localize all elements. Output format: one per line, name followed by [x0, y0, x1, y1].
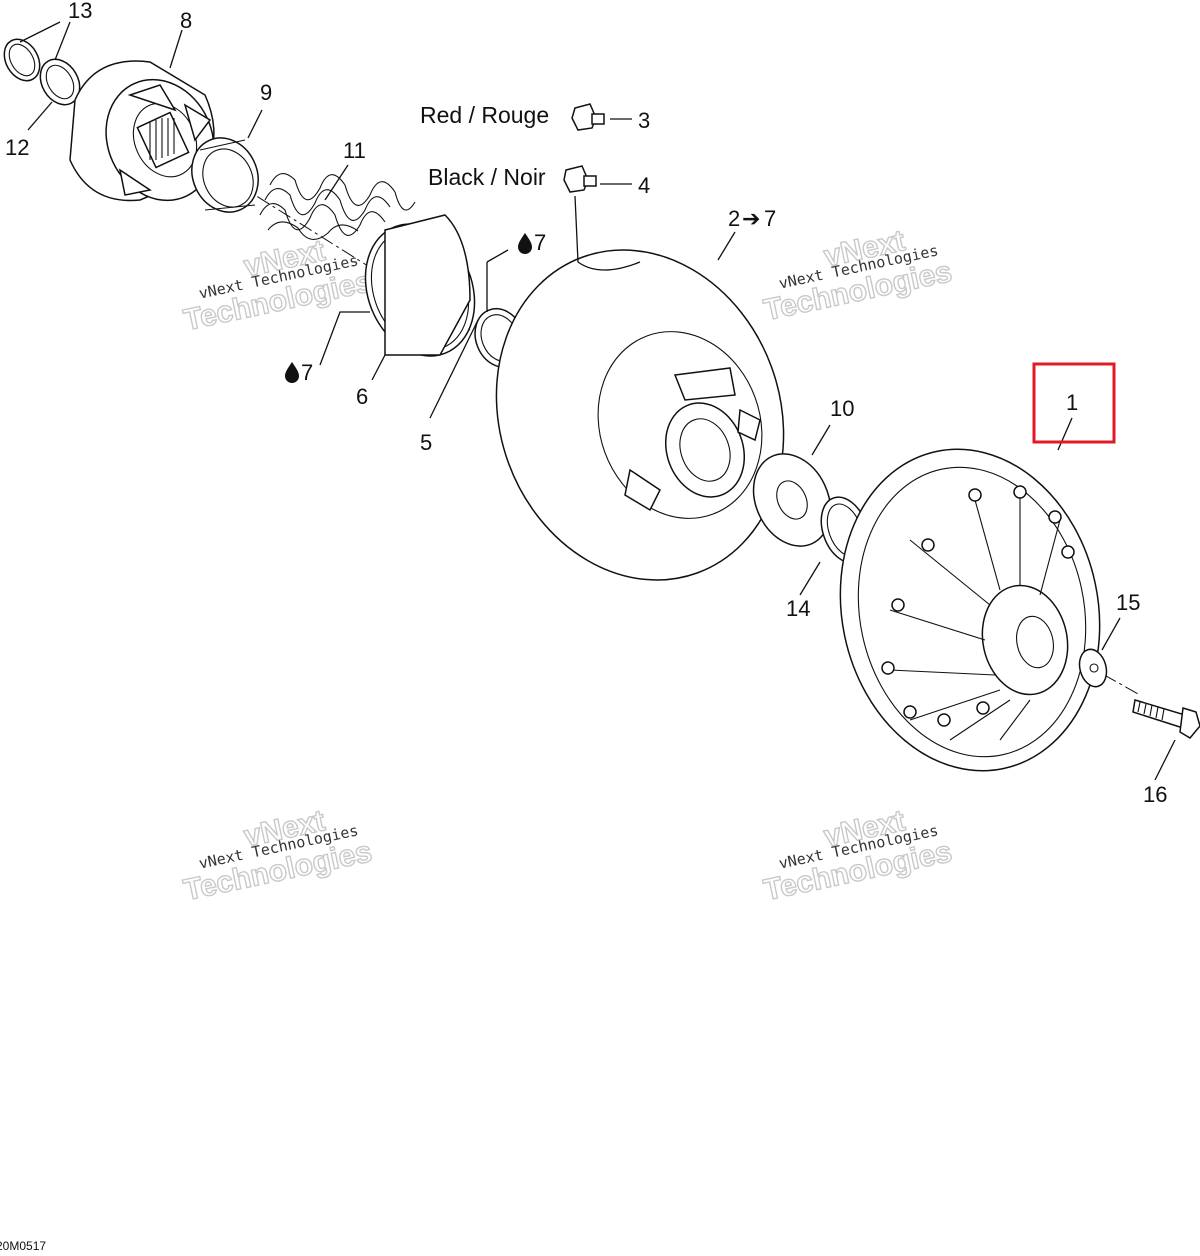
part-8-cam [69, 60, 215, 202]
diagram-code: 20M0517 [0, 1239, 46, 1253]
callout-2-ref-7: 2 ➔ 7 [728, 206, 776, 231]
callout-6-lubricant-ref: 7 [285, 360, 313, 385]
part-4-black-slider [563, 165, 597, 193]
svg-text:7: 7 [301, 360, 313, 385]
label-black: Black / Noir [428, 164, 546, 190]
watermark-bottom-left: vNext Technologies vNext Technologies [180, 804, 375, 908]
callout-14: 14 [786, 596, 810, 621]
part-11-spring [259, 173, 416, 240]
watermark-bottom-right: vNext Technologies vNext Technologies [760, 804, 955, 908]
callout-4: 4 [638, 173, 650, 198]
drop-icon [285, 362, 299, 383]
part-2-sheave [495, 249, 785, 581]
leader-lines [19, 21, 1176, 781]
callout-2: 2 [728, 206, 740, 231]
part-12-ring [39, 58, 81, 106]
watermark-top-left: vNext Technologies vNext Technologies [180, 234, 375, 338]
part-3-red-slider [571, 103, 605, 131]
arrow-right-icon: ➔ [742, 206, 760, 231]
drop-icon [518, 233, 532, 254]
callout-1: 1 [1066, 390, 1078, 415]
part-13-snap-ring [3, 38, 41, 82]
part-10-washer [752, 453, 832, 547]
callout-15: 15 [1116, 590, 1140, 615]
label-red: Red / Rouge [420, 102, 549, 128]
callout-12: 12 [5, 135, 29, 160]
part-1-fixed-sheave [839, 448, 1101, 772]
callout-11: 11 [343, 138, 366, 163]
callout-5-lubricant-ref: 7 [518, 230, 546, 255]
part-9-bushing [191, 137, 259, 213]
callout-16: 16 [1143, 782, 1167, 807]
callout-8: 8 [180, 8, 192, 33]
callout-13: 13 [68, 0, 92, 23]
callout-2-ref: 7 [764, 206, 776, 231]
callout-5: 5 [420, 430, 432, 455]
watermark-top-right: vNext Technologies vNext Technologies [760, 224, 955, 328]
part-16-bolt [1132, 699, 1200, 739]
part-6-ring [364, 214, 476, 357]
callout-6: 6 [356, 384, 368, 409]
callout-10: 10 [830, 396, 854, 421]
part-15-washer [1078, 648, 1108, 688]
highlight-box-part-1 [1032, 362, 1116, 444]
svg-text:7: 7 [534, 230, 546, 255]
callout-3: 3 [638, 108, 650, 133]
callout-9: 9 [260, 80, 272, 105]
